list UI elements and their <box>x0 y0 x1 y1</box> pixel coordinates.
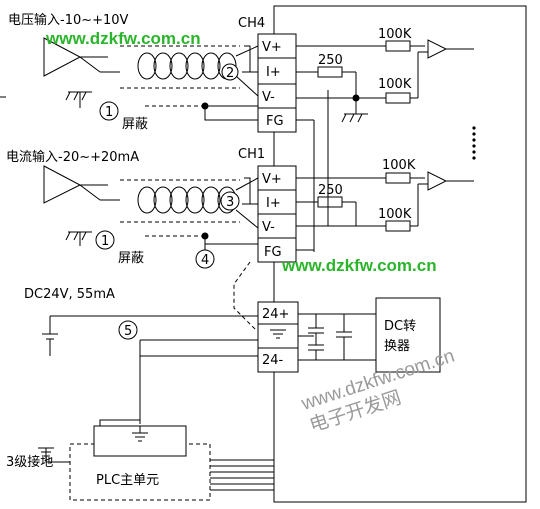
ch4-marker-shield-text: 1 <box>105 105 113 120</box>
channel-ellipsis <box>472 126 476 160</box>
dc-converter: DC转 换器 <box>375 297 441 373</box>
ch1-marker-fg-text: 4 <box>201 253 209 268</box>
ch1-marker-fg <box>195 249 215 269</box>
converter-label-1: DC转 <box>384 319 416 334</box>
plc-section: PLC主单元 3级接地 <box>6 419 274 501</box>
ch4-shield-label: 屏蔽 <box>122 117 148 132</box>
plc-bus <box>210 459 274 491</box>
ch4-res-input <box>317 66 343 78</box>
power-capacitors <box>308 314 352 360</box>
ch4-sensor-symbol <box>43 37 82 77</box>
ch1-res-bottom-label: 100K <box>378 207 412 222</box>
plc-label: PLC主单元 <box>96 473 159 488</box>
ch1-marker-shield <box>95 230 115 250</box>
ch1-pin-iplus: I+ <box>266 196 281 211</box>
ch1-marker-twist <box>220 191 240 211</box>
ch4-twisted-pair <box>137 52 237 80</box>
ch1-res-bottom <box>385 220 411 232</box>
ch1-title: CH1 <box>238 147 265 162</box>
power-terminal-block: 24+ 24- <box>257 301 299 373</box>
ch1-res-top <box>385 172 411 184</box>
power-marker <box>118 320 138 340</box>
ch4-input-label: 电压输入-10~+10V <box>8 12 129 28</box>
ch4-marker-twist <box>221 63 239 81</box>
ch1-input-label: 电流输入-20~+20mA <box>6 149 139 165</box>
ch4-pin-fg: FG <box>266 114 284 129</box>
plc-ground-label: 3级接地 <box>6 454 53 470</box>
ch4-res-bottom <box>385 92 411 104</box>
ch1-amplifier <box>427 171 448 191</box>
power-marker-text: 5 <box>124 324 132 339</box>
converter-label-2: 换器 <box>384 339 410 354</box>
ch1-terminal-block: V+ I+ V- FG <box>257 165 297 263</box>
ch4-marker-shield <box>99 101 119 121</box>
power-label: DC24V, 55mA <box>24 287 115 302</box>
ch1-pin-vminus: V- <box>262 220 275 235</box>
ch4-res-input-label: 250 <box>318 53 343 68</box>
ch4-terminal-block: V+ I+ V- FG <box>257 33 297 133</box>
ch4-pin-vminus: V- <box>262 90 275 105</box>
ch4-section: 电压输入-10~+10V CH4 2 1 <box>8 12 474 252</box>
ch4-res-top <box>385 40 411 52</box>
watermark-url-top: www.dzkfw.com.cn <box>45 29 201 48</box>
power-section: DC24V, 55mA 5 24+ 24- <box>24 287 441 424</box>
ch1-res-input-label: 250 <box>318 183 343 198</box>
ch1-shield-label: 屏蔽 <box>118 251 144 266</box>
ch4-res-top-label: 100K <box>378 27 412 42</box>
ch1-sensor-symbol <box>43 165 82 204</box>
ch1-pin-vplus: V+ <box>262 172 282 187</box>
ch1-section: 电流输入-20~+20mA CH1 3 1 屏蔽 <box>6 90 474 331</box>
ch4-pin-iplus: I+ <box>266 65 281 80</box>
ch4-res-bottom-label: 100K <box>378 77 412 92</box>
ch4-amplifier <box>427 39 448 59</box>
ch1-pin-fg: FG <box>264 245 282 260</box>
ch4-marker-twist-text: 2 <box>226 66 234 81</box>
ch1-marker-shield-text: 1 <box>101 234 109 249</box>
ch1-res-top-label: 100K <box>382 158 416 173</box>
ch4-title: CH4 <box>238 16 265 31</box>
ch1-res-input <box>317 196 343 208</box>
power-pin-neg: 24- <box>262 353 284 368</box>
watermark-url-mid: www.dzkfw.com.cn <box>281 256 437 275</box>
ch1-marker-twist-text: 3 <box>226 195 234 210</box>
power-pin-pos: 24+ <box>262 307 289 322</box>
ch4-pin-vplus: V+ <box>262 40 282 55</box>
